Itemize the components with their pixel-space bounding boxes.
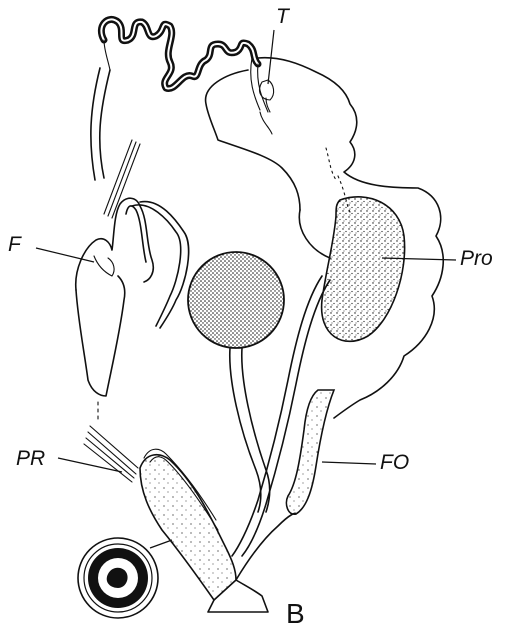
flagellum-detail xyxy=(76,140,189,422)
label-pro: Pro xyxy=(460,248,493,269)
leader-t xyxy=(268,30,274,84)
label-t: T xyxy=(276,6,289,27)
prostate-gland xyxy=(322,197,405,342)
spermatheca xyxy=(188,252,284,512)
free-oviduct xyxy=(286,390,334,514)
leader-fo xyxy=(322,462,376,464)
cross-section xyxy=(78,538,158,618)
talon-structure xyxy=(260,80,274,112)
penis-retractor xyxy=(84,426,138,482)
leader-section xyxy=(150,540,172,548)
label-f: F xyxy=(8,234,21,255)
atrium-body xyxy=(140,449,296,612)
label-fo: FO xyxy=(380,452,409,473)
panel-letter: B xyxy=(286,600,305,628)
hermaphrodite-duct xyxy=(91,19,268,180)
label-pr: PR xyxy=(16,448,45,469)
